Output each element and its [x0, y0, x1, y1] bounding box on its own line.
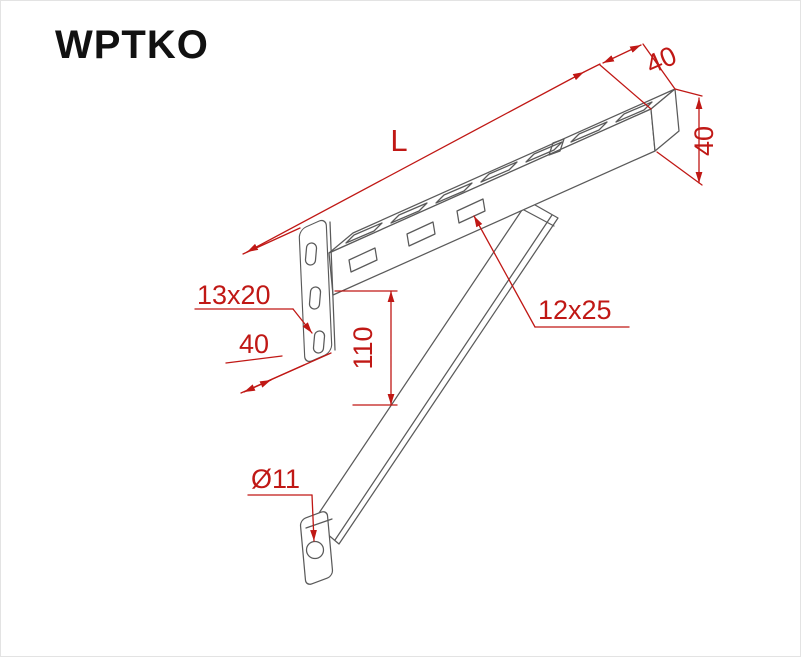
dim-plate-width-line — [243, 379, 272, 393]
dim-end-height: 40 — [656, 88, 719, 186]
dim-plate-slot-leader — [292, 308, 313, 334]
wall-plate-outline — [298, 219, 333, 363]
dim-top-width-ext-b — [642, 43, 676, 90]
dim-label-length: L — [390, 123, 407, 158]
dim-foot-hole: Ø11 — [247, 464, 317, 542]
arm-end-face — [650, 88, 680, 152]
dim-top-width-ext-a — [599, 64, 652, 110]
page-title: WPTKO — [55, 23, 209, 67]
dim-label-foot-hole: Ø11 — [251, 464, 300, 494]
dim-label-end-height: 40 — [689, 126, 719, 156]
foot-plate-outline — [299, 511, 334, 585]
dim-plate-slot: 13x20 — [194, 280, 313, 334]
dim-label-plate-slot: 13x20 — [197, 280, 271, 310]
dim-plate-width-underline — [225, 355, 283, 364]
dim-end-height-ext-b — [656, 151, 703, 186]
foot-bend-line — [305, 518, 333, 529]
foot-hole — [305, 540, 325, 560]
dim-foot-hole-leader — [310, 494, 317, 542]
dim-end-height-ext-a — [674, 88, 703, 97]
dim-arm-slot-leader — [473, 215, 536, 328]
dim-plate-width: 40 — [225, 329, 332, 394]
dim-arm-slot: 12x25 — [473, 215, 630, 328]
foot-plate — [299, 511, 334, 585]
wall-plate — [298, 219, 336, 363]
dim-drop: 110 — [334, 290, 398, 406]
dim-length-cont — [583, 63, 601, 73]
plate-slot-hole — [308, 286, 322, 310]
brace-inner-edge — [334, 214, 553, 541]
dim-plate-width-ext-b — [267, 352, 332, 382]
dim-length-line — [246, 71, 585, 253]
dim-length: L — [242, 63, 601, 255]
dim-top-width-line — [602, 44, 642, 64]
dim-label-top-width: 40 — [641, 40, 681, 80]
dim-label-plate-width: 40 — [239, 329, 269, 359]
dim-label-arm-slot: 12x25 — [538, 295, 612, 325]
dim-label-drop: 110 — [348, 326, 378, 369]
arm-top-face — [328, 88, 676, 254]
plate-slot-hole — [312, 330, 326, 354]
